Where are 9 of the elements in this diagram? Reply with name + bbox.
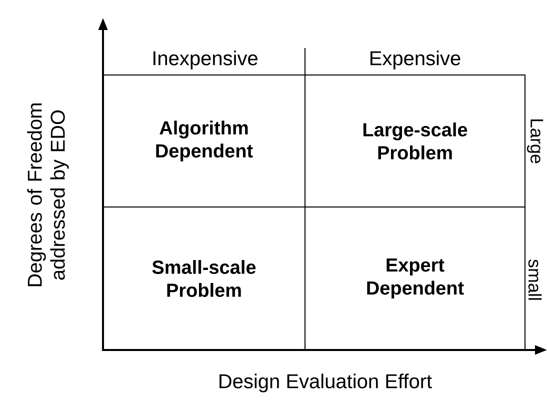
axis-title: Degrees of Freedom addressed by EDO (27, 104, 69, 286)
axis-title: Design Evaluation Effort (220, 374, 432, 392)
grid-cell: Algorithm Dependent (102, 74, 306, 208)
column-heading: Inexpensive (153, 50, 258, 70)
grid-cell: Large-scale Problem (304, 74, 526, 208)
grid-cell: Expert Dependent (304, 206, 526, 350)
grid-cell: Small-scale Problem (102, 206, 306, 350)
row-heading: small (528, 259, 542, 300)
row-heading: Large (526, 119, 544, 164)
